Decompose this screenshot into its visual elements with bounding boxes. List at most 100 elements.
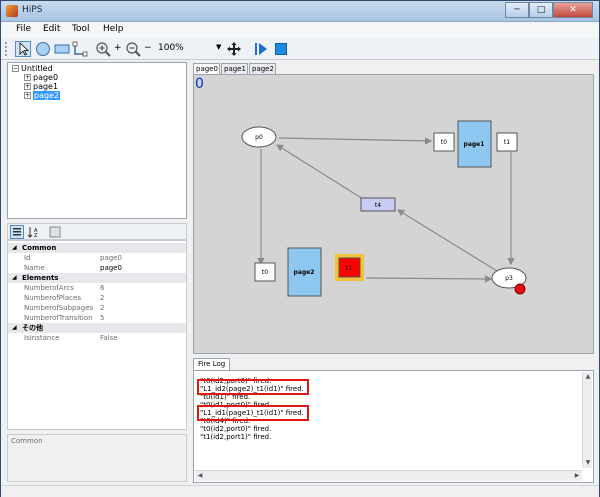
minimize-button[interactable]: ─ — [505, 2, 529, 18]
expand-icon[interactable]: + — [24, 83, 31, 90]
log-line: "L1_id2(page2)_t1(id1)" fired. — [200, 385, 304, 393]
tab-page0[interactable]: page0 — [193, 63, 220, 74]
zoom-in-icon[interactable] — [95, 41, 111, 57]
transition-tool-icon[interactable] — [54, 41, 70, 57]
property-key: NumberofTransition — [24, 314, 93, 322]
tree-item-page0[interactable]: +page0 — [24, 73, 58, 82]
expand-icon[interactable]: + — [24, 92, 31, 99]
property-row-isinstance[interactable]: IsInstance False — [8, 333, 186, 343]
arc-t4-p0[interactable] — [275, 144, 364, 200]
subpage-page2[interactable] — [287, 247, 322, 297]
property-key: Name — [24, 264, 45, 272]
menu-tool[interactable]: Tool — [72, 24, 90, 34]
arc-p0-t0-top[interactable] — [278, 137, 433, 145]
log-line: "t1(id2,port1)" fired. — [200, 433, 272, 441]
transition-t0-left-label: t0 — [262, 269, 268, 276]
property-description: Common — [7, 434, 187, 482]
property-value[interactable]: 5 — [100, 314, 105, 322]
place-p0[interactable] — [241, 126, 277, 148]
tab-page1[interactable]: page1 — [221, 63, 248, 74]
scroll-right-icon[interactable]: ▶ — [574, 472, 580, 479]
log-line: "L1_id1(page1)_t1(id1)" fired. — [200, 409, 304, 417]
app-icon — [6, 5, 18, 17]
property-row-name[interactable]: Name page0 — [8, 263, 186, 273]
property-pages-icon[interactable] — [48, 225, 62, 239]
petri-net-canvas[interactable] — [193, 74, 594, 354]
tree-item-page2[interactable]: +page2 — [24, 91, 61, 100]
property-row-places[interactable]: NumberofPlaces 2 — [8, 293, 186, 303]
scroll-down-icon[interactable]: ▼ — [585, 459, 591, 466]
place-tool-icon[interactable] — [35, 41, 51, 57]
step-fire-icon[interactable] — [253, 41, 269, 57]
stop-icon[interactable] — [273, 41, 289, 57]
scroll-left-icon[interactable]: ◀ — [197, 472, 203, 479]
tab-fire-log[interactable]: Fire Log — [193, 358, 231, 370]
subpage-page1[interactable] — [457, 120, 492, 168]
vertical-scrollbar[interactable]: ▲ ▼ — [582, 372, 592, 468]
property-value[interactable]: 2 — [100, 304, 105, 312]
arc-t1-p3-bottom[interactable] — [365, 275, 493, 283]
svg-text:A: A — [34, 228, 38, 234]
menu-file[interactable]: File — [16, 24, 32, 34]
property-row-transitions[interactable]: NumberofTransition 5 — [8, 313, 186, 323]
window-title: HiPS — [22, 5, 43, 15]
property-value[interactable]: page0 — [100, 254, 122, 262]
tree-root-label: Untitled — [21, 64, 53, 73]
arc-tool-icon[interactable] — [72, 41, 88, 57]
transition-t1-right[interactable] — [496, 132, 518, 152]
categorized-view-icon[interactable] — [10, 225, 24, 239]
property-key: IsInstance — [24, 334, 60, 342]
sort-az-icon[interactable]: AZ — [27, 225, 41, 239]
subpage-page1-label: page1 — [464, 141, 485, 148]
toolbar-grip[interactable] — [5, 42, 8, 56]
zoom-out-label: − — [144, 43, 152, 53]
maximize-button[interactable]: □ — [529, 2, 553, 18]
zoom-level[interactable]: 100% — [158, 43, 184, 53]
collapse-icon[interactable]: ◢ — [12, 274, 17, 281]
expand-icon[interactable]: + — [24, 74, 31, 81]
transition-t0-top[interactable] — [433, 132, 455, 152]
property-value[interactable]: False — [100, 334, 118, 342]
category-other[interactable]: ◢その他 — [8, 323, 186, 333]
place-p3[interactable] — [491, 267, 527, 289]
property-value[interactable]: page0 — [100, 264, 122, 272]
pointer-tool-icon[interactable] — [15, 41, 31, 57]
title-bar[interactable]: HiPS ─ □ ✕ — [1, 1, 599, 22]
menu-edit[interactable]: Edit — [43, 24, 61, 34]
tree-item-label-selected: page2 — [33, 91, 61, 100]
close-button[interactable]: ✕ — [553, 2, 593, 18]
scroll-up-icon[interactable]: ▲ — [585, 373, 591, 380]
property-value[interactable]: 6 — [100, 284, 105, 292]
tab-page2[interactable]: page2 — [249, 63, 276, 74]
toolbar: + − — [1, 38, 599, 60]
category-elements[interactable]: ◢ Elements — [8, 273, 186, 283]
tree-item-page1[interactable]: +page1 — [24, 82, 58, 91]
menu-help[interactable]: Help — [103, 24, 124, 34]
category-label: Elements — [22, 274, 59, 282]
property-key: NumberofPlaces — [24, 294, 81, 302]
property-value[interactable]: 2 — [100, 294, 105, 302]
collapse-icon[interactable]: − — [12, 65, 19, 72]
collapse-icon[interactable]: ◢ — [12, 324, 17, 331]
tree-root[interactable]: −Untitled — [12, 64, 53, 73]
transition-t1-fired[interactable] — [338, 257, 361, 278]
transition-t4[interactable] — [360, 197, 396, 212]
splitter[interactable] — [193, 354, 594, 358]
transition-t0-left[interactable] — [254, 262, 276, 282]
zoom-dropdown-icon[interactable]: ▼ — [216, 43, 222, 51]
collapse-icon[interactable]: ◢ — [12, 244, 17, 251]
transition-t1-fired-label: t1 — [346, 265, 352, 272]
arc-p3-t4[interactable] — [396, 209, 498, 272]
log-line: "t0(id2,port0)" fired. — [200, 377, 272, 385]
horizontal-scrollbar[interactable]: ◀ ▶ — [195, 470, 582, 481]
move-tool-icon[interactable] — [226, 41, 242, 57]
category-common[interactable]: ◢Common — [8, 243, 186, 253]
page-tree: −Untitled +page0 +page1 +page2 — [7, 62, 187, 219]
subpage-page2-label: page2 — [294, 269, 315, 276]
zoom-out-icon[interactable] — [125, 41, 141, 57]
